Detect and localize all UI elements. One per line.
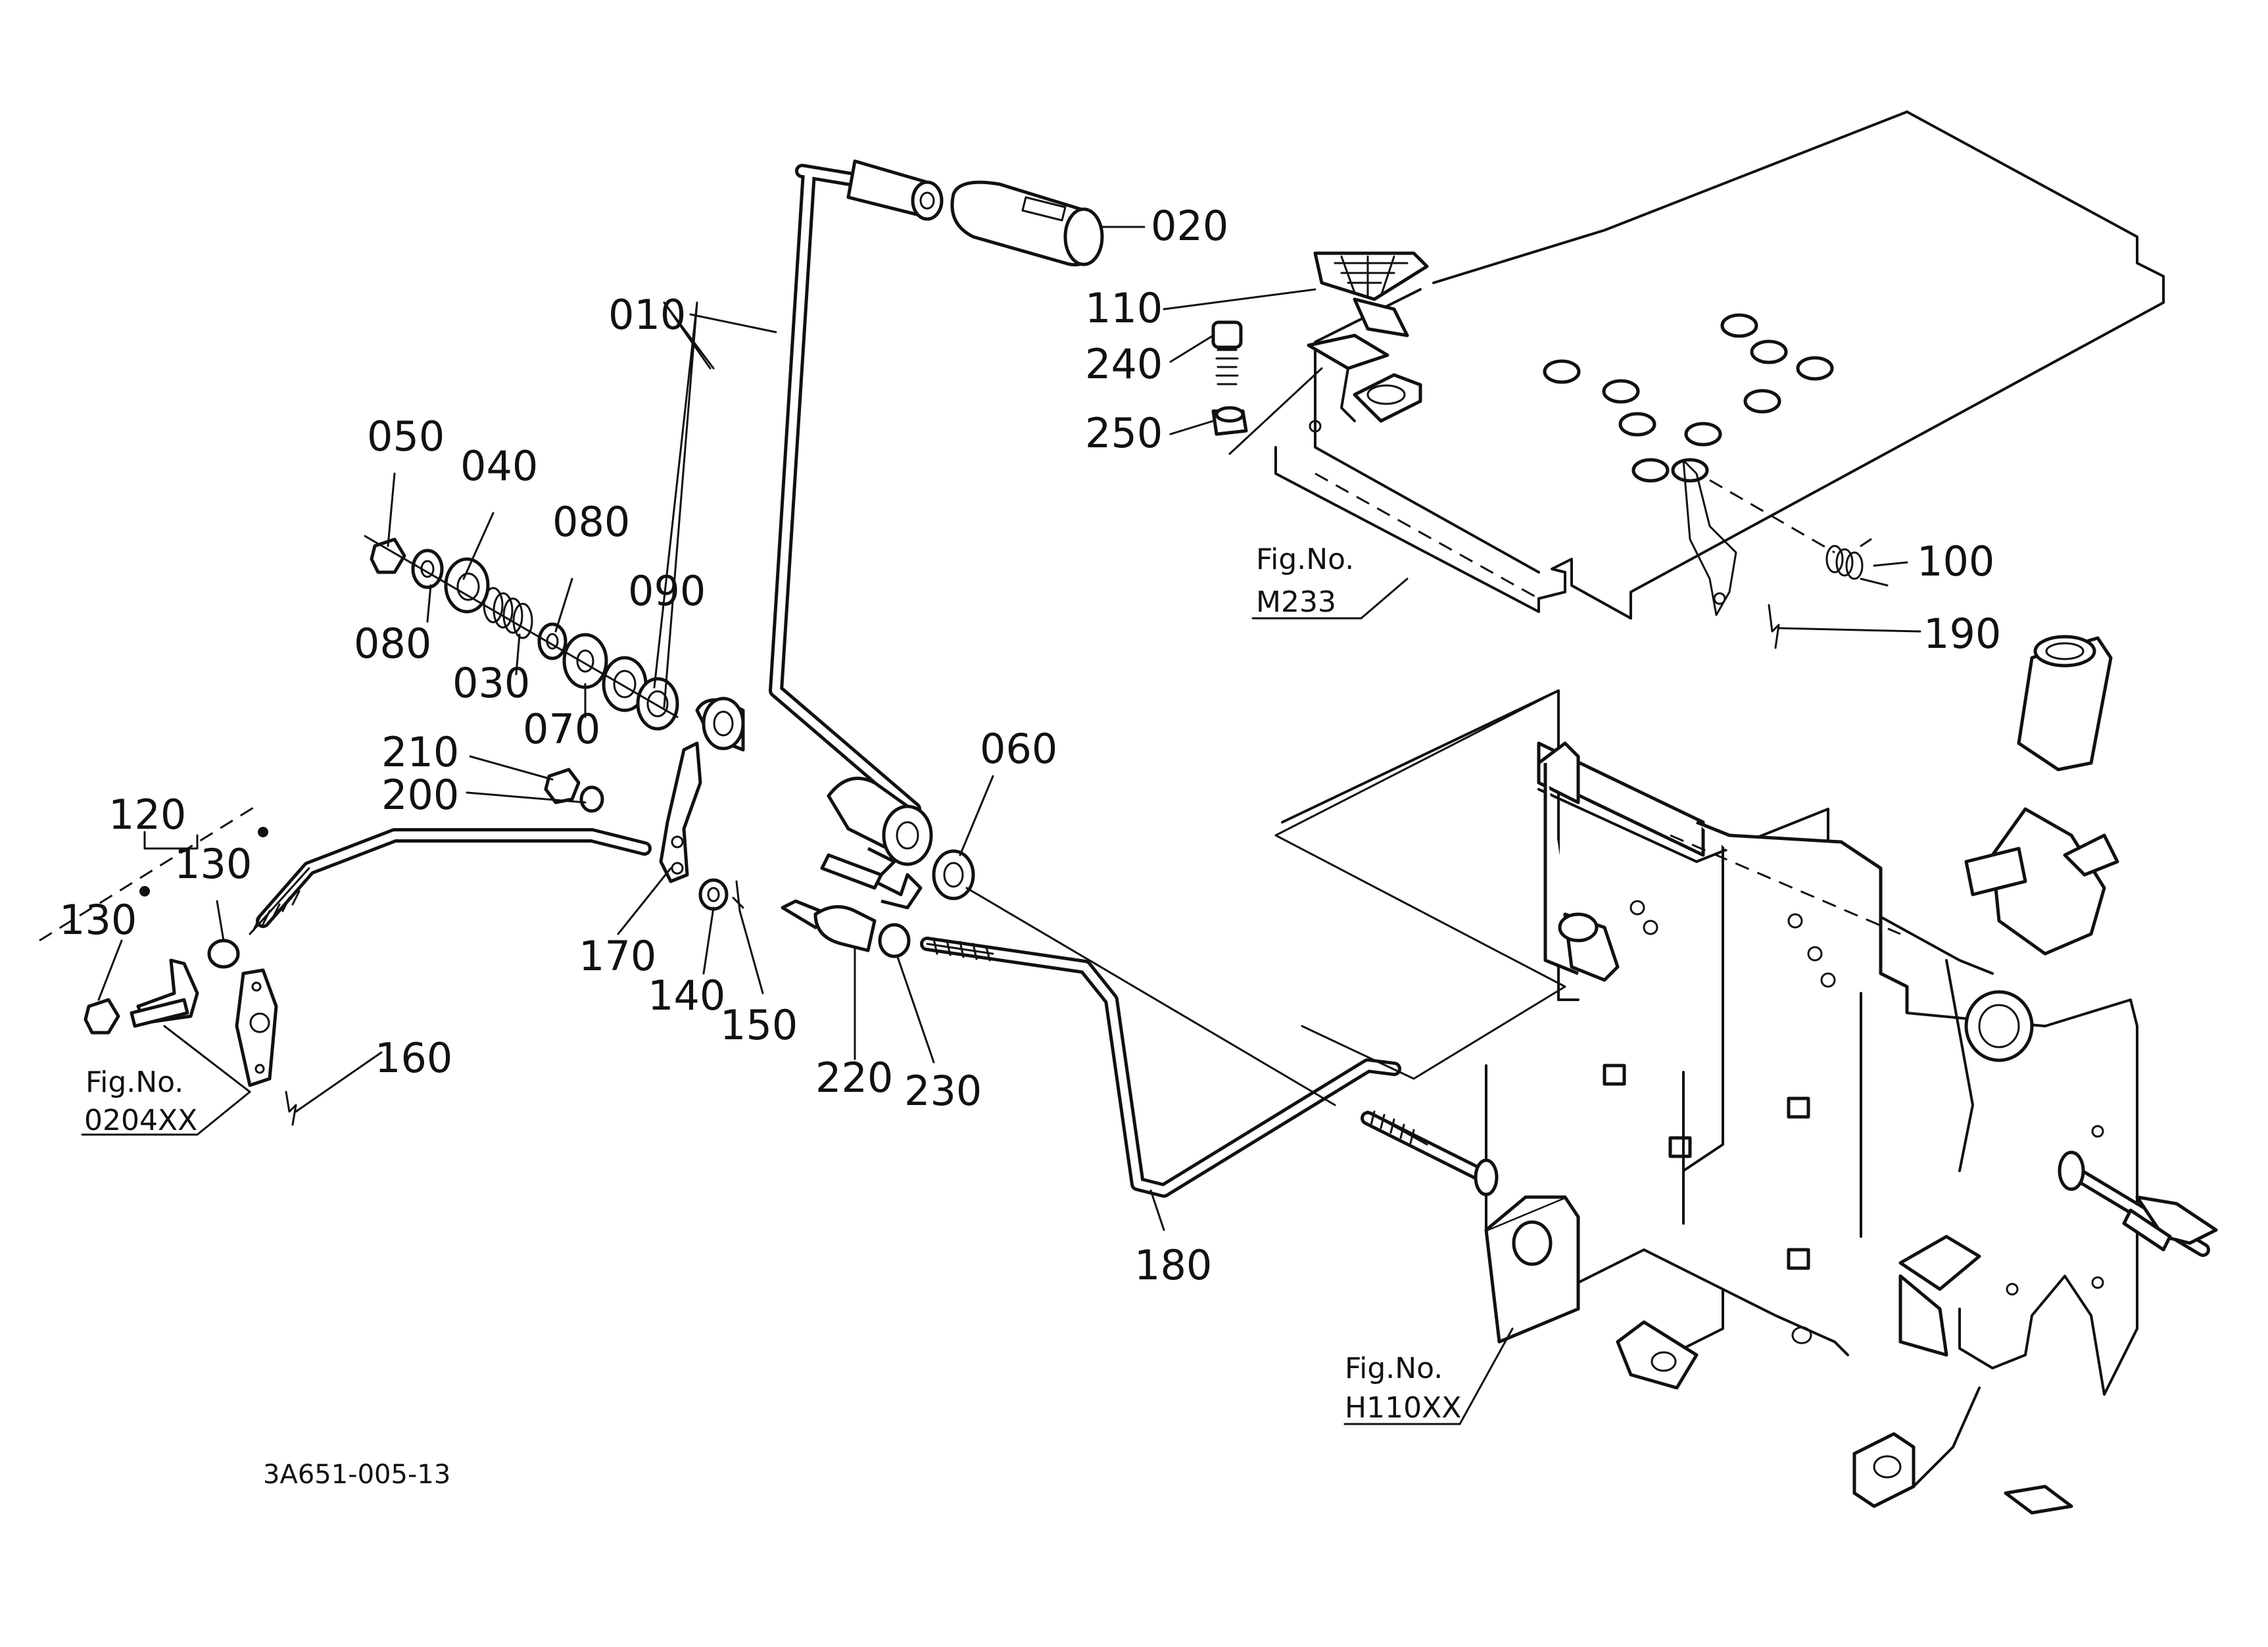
callout-210: 210 [381,728,459,776]
nut-050 [370,537,406,574]
callout-labels: 010 020 030 040 050 060 070 080 080 090 … [59,202,2001,1289]
callout-080a: 080 [552,498,630,546]
washer-070 [562,633,608,689]
chassis-tower [1964,635,2119,956]
ball-joint-220 [781,899,877,952]
fig-ref-number: M233 [1256,585,1336,619]
floor-holes [1543,313,1834,483]
rod-180 [920,937,1401,1198]
pin-190 [1768,604,1780,649]
callout-130b: 130 [59,896,137,944]
nut-130b [84,998,120,1035]
callout-230: 230 [904,1067,982,1115]
callout-160: 160 [375,1034,452,1082]
callout-050: 050 [367,412,445,460]
chassis-plate-right [1852,959,2138,1515]
callout-040: 040 [460,442,538,490]
figure-ref-0204xx: Fig.No. 0204XX [84,1066,197,1137]
callout-030: 030 [452,659,530,707]
bushing-090 [602,656,679,731]
callout-240: 240 [1085,340,1163,388]
spring-030 [483,587,533,639]
callout-180: 180 [1134,1241,1212,1289]
washer-060 [932,849,975,900]
pin-160 [285,1091,297,1126]
callout-200: 200 [381,771,459,819]
nut-250 [1211,406,1248,436]
pin-150 [732,880,744,912]
callout-010: 010 [608,291,686,339]
rod-120 [39,804,652,942]
callout-020: 020 [1151,202,1228,250]
shaft-left [1361,1110,1499,1196]
lever-pivot [820,776,933,910]
nut-130a [207,939,240,969]
chassis-stub [1558,912,1620,982]
pedal-pad [1228,251,1429,455]
figure-ref-h110xx: Fig.No. H110XX [1345,1352,1461,1425]
arm-170 [659,697,745,883]
bracket-130 [130,886,199,1028]
shift-lever [769,159,944,816]
washer-200 [579,785,604,813]
plate-0204xx [163,968,278,1093]
bolt-240 [1211,320,1243,385]
callout-250: 250 [1085,409,1163,457]
nut-210 [544,768,581,804]
spring-100 [1825,538,1889,587]
callout-090: 090 [628,567,706,615]
callout-080b: 080 [354,620,431,668]
callout-220: 220 [815,1054,893,1102]
callout-140: 140 [648,971,725,1020]
callout-100: 100 [1917,537,1994,585]
chassis-frame [1281,689,1994,1270]
shaft-right [2058,1150,2218,1257]
callout-060: 060 [980,725,1057,773]
callout-120: 120 [109,791,186,839]
callout-170: 170 [579,932,656,980]
lever-grip [950,180,1104,266]
washer-080b [537,622,567,660]
figure-ref-m233: Fig.No. M233 [1256,543,1354,619]
fig-ref-number: H110XX [1345,1391,1461,1425]
floor-plate [1274,111,2165,620]
view-boundary [1274,689,1566,1080]
callout-150: 150 [720,1001,798,1049]
callout-070: 070 [523,705,600,753]
leader-lines [81,226,1921,1425]
callout-130a: 130 [174,840,252,888]
fig-ref-caption: Fig.No. [1345,1352,1443,1385]
callout-190: 190 [1923,610,2001,658]
washer-040 [444,557,490,614]
callout-110: 110 [1085,284,1163,332]
fig-ref-number: 0204XX [84,1104,197,1137]
drawing-code: 3A651-005-13 [263,1460,450,1490]
nut-230 [878,923,911,958]
fig-ref-caption: Fig.No. [1256,543,1354,576]
fig-ref-caption: Fig.No. [85,1066,183,1099]
washer-080a [411,549,444,589]
washer-140 [698,878,729,911]
chassis-lower [1484,1064,1849,1390]
